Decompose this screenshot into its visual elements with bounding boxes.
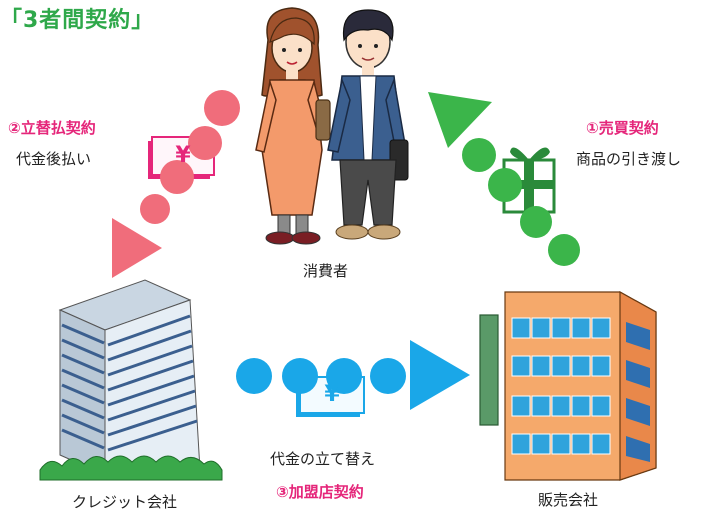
green-flow-dot [462, 138, 496, 172]
credit-company-label: クレジット会社 [72, 493, 178, 511]
blue-flow-dot [326, 358, 362, 394]
store-building-illustration [479, 290, 657, 481]
red-flow-dot [188, 126, 222, 160]
green-flow-dot [488, 168, 522, 202]
contract2-title: ②立替払契約 [8, 119, 96, 137]
blue-flow-dot [282, 358, 318, 394]
red-flow-dot [160, 160, 194, 194]
consumer-couple-illustration [255, 7, 409, 245]
contract2-desc: 代金後払い [16, 150, 92, 168]
green-flow-arrow [428, 92, 492, 148]
contract3-desc: 代金の立て替え [270, 450, 376, 468]
diagram-title: 「3者間契約」 [0, 8, 155, 33]
red-flow-arrow [112, 218, 162, 278]
contract3-title: ③加盟店契約 [276, 483, 364, 501]
yen-symbol-pink: ¥ [175, 143, 191, 168]
green-flow-dot [548, 234, 580, 266]
contract1-title: ①売買契約 [586, 119, 659, 137]
man-figure [327, 9, 409, 240]
blue-flow-dot [370, 358, 406, 394]
blue-flow-arrow [410, 340, 470, 410]
yen-symbol-blue: ¥ [324, 382, 340, 407]
red-flow-dot [204, 90, 240, 126]
contract1-desc: 商品の引き渡し [576, 150, 682, 168]
woman-figure [255, 7, 331, 245]
green-flow-dot [520, 206, 552, 238]
gift-box-icon [502, 147, 556, 214]
store-label: 販売会社 [538, 491, 599, 509]
consumer-label: 消費者 [303, 262, 349, 280]
blue-flow-dot [236, 358, 272, 394]
red-flow-dot [140, 194, 170, 224]
credit-company-building-illustration [39, 279, 223, 481]
